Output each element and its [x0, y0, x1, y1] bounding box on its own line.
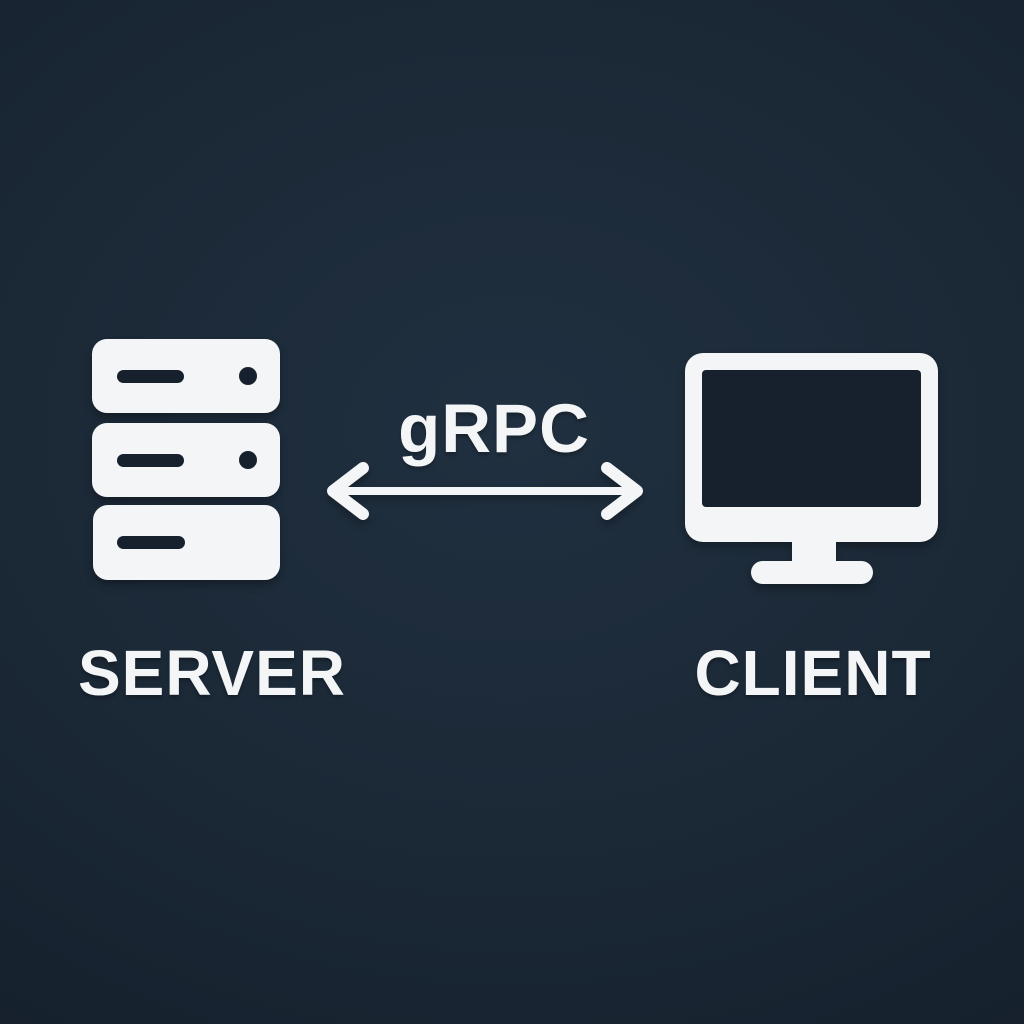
server-label: SERVER: [77, 637, 347, 709]
server-icon: [92, 339, 280, 580]
monitor-icon: [685, 353, 938, 584]
connection-label: gRPC: [398, 390, 590, 467]
bidirectional-arrow-icon: [327, 462, 643, 520]
server-node: [92, 339, 280, 580]
client-node: [685, 353, 938, 584]
client-label: CLIENT: [694, 637, 932, 709]
